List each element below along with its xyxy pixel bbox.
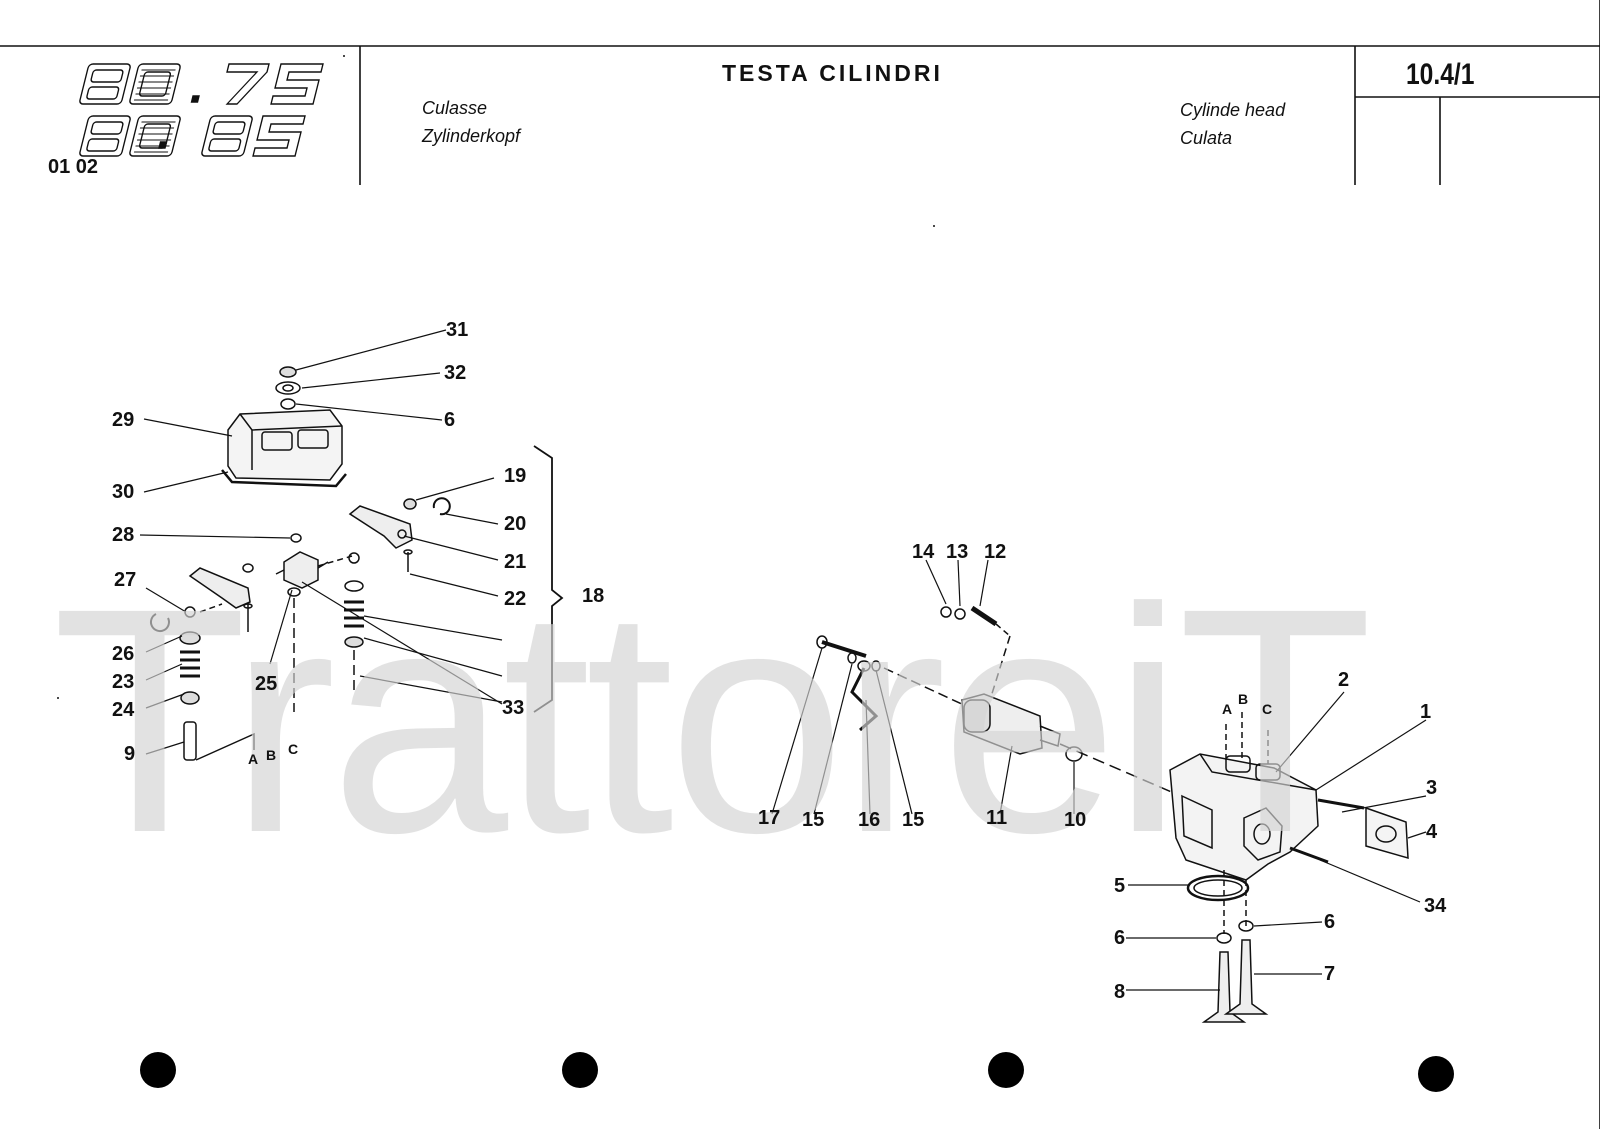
callout-31: 31 (446, 319, 469, 341)
callout-32: 32 (444, 362, 467, 384)
callout-28: 28 (112, 524, 135, 546)
callout-15-right: 15 (902, 809, 925, 831)
callout-13: 13 (946, 541, 969, 563)
callout-11: 11 (986, 807, 1008, 829)
callout-19: 19 (504, 465, 527, 487)
rocker-cover-assembly (149, 366, 564, 761)
callout-30: 30 (112, 481, 135, 503)
callout-14: 14 (912, 541, 935, 563)
punch-hole-1 (140, 1052, 176, 1088)
page-number: 10.4/1 (1406, 58, 1475, 91)
callout-22: 22 (504, 588, 527, 610)
callout-8: 8 (1114, 981, 1126, 1003)
callout-1: 1 (1420, 701, 1432, 723)
callout-5: 5 (1114, 875, 1126, 897)
callout-33: 33 (502, 697, 525, 719)
issue-code: 01 02 (48, 156, 99, 178)
model-logo (79, 63, 324, 157)
callout-23: 23 (112, 671, 135, 693)
subtitle-french: Culasse (422, 98, 488, 118)
callout-16: 16 (858, 809, 881, 831)
axis-letter-c-left: C (288, 741, 299, 757)
callout-24: 24 (112, 699, 135, 721)
punch-hole-3 (988, 1052, 1024, 1088)
cylinder-head-assembly (1169, 712, 1409, 1023)
callout-25: 25 (255, 673, 278, 695)
callout-27: 27 (114, 569, 137, 591)
subtitle-spanish: Culata (1180, 128, 1233, 148)
callout-6-right: 6 (1324, 911, 1336, 933)
punch-hole-4 (1418, 1056, 1454, 1092)
callout-3: 3 (1426, 777, 1438, 799)
callout-9: 9 (124, 743, 136, 765)
axis-letter-a-right: A (1222, 701, 1233, 717)
axis-letter-b-right: B (1238, 691, 1249, 707)
punch-hole-2 (562, 1052, 598, 1088)
subtitle-german: Zylinderkopf (422, 126, 521, 146)
page-title: TESTA CILINDRI (722, 60, 943, 86)
callout-29: 29 (112, 409, 135, 431)
callout-15-left: 15 (802, 809, 825, 831)
callout-34: 34 (1424, 895, 1447, 917)
watermark: TrattoreiT (52, 541, 1373, 899)
callout-6-left: 6 (1114, 927, 1126, 949)
callout-12: 12 (984, 541, 1007, 563)
callout-4: 4 (1426, 821, 1438, 843)
subtitle-english: Cylinde head (1180, 100, 1286, 120)
callout-10: 10 (1064, 809, 1087, 831)
callout-6-cover: 6 (444, 409, 456, 431)
axis-letter-b-left: B (266, 747, 277, 763)
callout-26: 26 (112, 643, 135, 665)
injector-assembly (816, 605, 1191, 801)
callout-7: 7 (1324, 963, 1336, 985)
axis-letter-c-right: C (1262, 701, 1273, 717)
axis-letter-a-left: A (248, 751, 259, 767)
leader-lines (139, 329, 1427, 991)
callout-17: 17 (758, 807, 781, 829)
scan-specks (57, 55, 935, 699)
callout-18: 18 (582, 585, 605, 607)
callout-2: 2 (1338, 669, 1350, 691)
callout-21: 21 (504, 551, 527, 573)
callout-20: 20 (504, 513, 527, 535)
